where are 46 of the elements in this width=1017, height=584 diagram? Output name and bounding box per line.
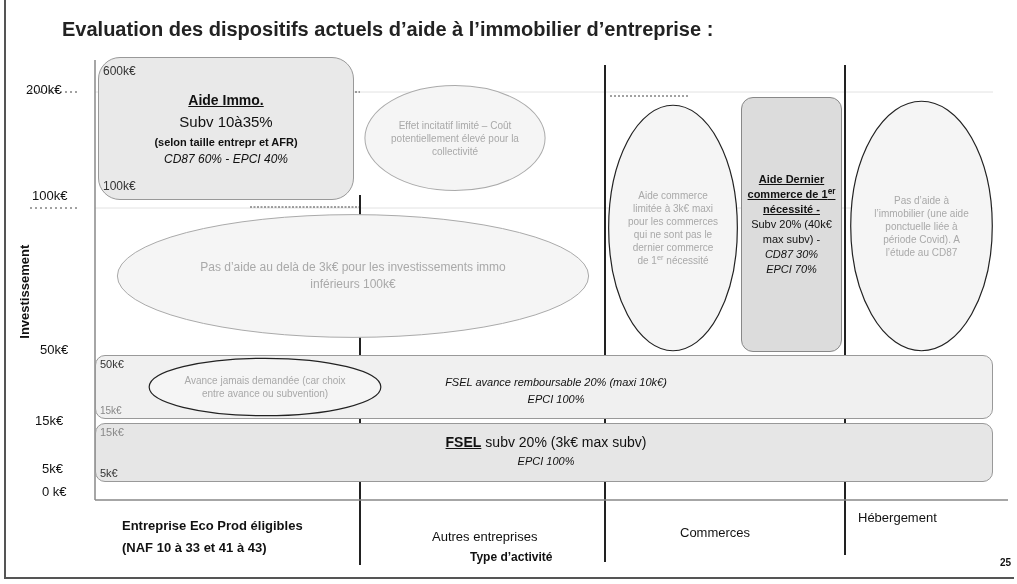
value-label: 600k€	[103, 63, 136, 80]
category-label: Hébergement	[858, 509, 937, 527]
note-ellipse	[364, 85, 546, 191]
value-label: 50k€	[100, 357, 124, 372]
axis-title: Type d’activité	[470, 549, 553, 566]
value-label: 5k€	[100, 465, 118, 481]
note-ellipse	[148, 358, 382, 416]
aid-title: Aide Immo.	[188, 91, 264, 110]
aid-rate: FSEL avance remboursable 20% (maxi 10k€)	[445, 375, 667, 390]
note-text: Avance jamais demandée (car choix entre avance ou subvention)	[183, 374, 347, 400]
value-label: 100k€	[103, 178, 136, 195]
aid-band	[95, 423, 993, 482]
axis-title: Investissement	[16, 244, 34, 339]
funding-split: CD87 60% - EPCI 40%	[163, 151, 289, 168]
note-text: Aide commerce limitée à 3k€ maxi pour les commerces qui ne sont pas le dernier commerce de 1$^{er}$ nécessité	[627, 189, 719, 267]
aid-rate: Subv 20% (40k€ max subv) -	[750, 217, 833, 247]
axis-tick-label: 200k€	[26, 81, 62, 99]
aid-rate: subv 20% (3k€ max subv)	[485, 433, 647, 452]
category-label: Autres entreprises	[432, 528, 538, 546]
note-text: Pas d’aide à l’immobilier (une aide ponctuelle liée à période Covid). A l’étude au CD87	[873, 193, 970, 259]
aid-band	[95, 355, 993, 419]
slide-title: Evaluation des dispositifs actuels d’aide à l’immobilier d’entreprise :	[62, 17, 714, 42]
aid-rate: Subv 10à35%	[179, 112, 273, 132]
funding-split: EPCI 100%	[527, 391, 585, 407]
axis-tick-label: 50k€	[40, 341, 69, 359]
axis-tick-label: 15k€	[35, 412, 64, 430]
note-ellipse	[115, 214, 591, 338]
aid-title: Aide Dernier commerce de 1$^{er}$ nécessité -	[746, 172, 837, 217]
page-number: 25	[1000, 556, 1012, 570]
value-label: 15k€	[100, 404, 122, 418]
aid-box	[98, 57, 354, 200]
aid-box	[741, 97, 842, 352]
note-ellipse	[608, 104, 738, 352]
value-label: 15k€	[100, 425, 124, 440]
funding-split: CD87 30% EPCI 70%	[763, 247, 820, 277]
fund-name: FSEL	[445, 433, 482, 452]
axis-tick-label: 0 k€	[42, 483, 67, 501]
category-label: Entreprise Eco Prod éligibles (NAF 10 à 33 et 41 à 43)	[122, 517, 304, 557]
axis-tick-label: 100k€	[32, 187, 68, 205]
funding-split: EPCI 100%	[517, 454, 575, 469]
note-text: Pas d’aide au delà de 3k€ pour les investissements immo inférieurs 100k€	[199, 259, 507, 293]
axis-tick-label: 5k€	[42, 460, 63, 478]
category-label: Commerces	[680, 524, 751, 542]
aid-condition: (selon taille entrepr et AFR)	[154, 134, 298, 150]
note-ellipse	[850, 100, 993, 352]
note-text: Effet incitatif limité – Coût potentiellement élevé pour la collectivité	[390, 118, 520, 158]
